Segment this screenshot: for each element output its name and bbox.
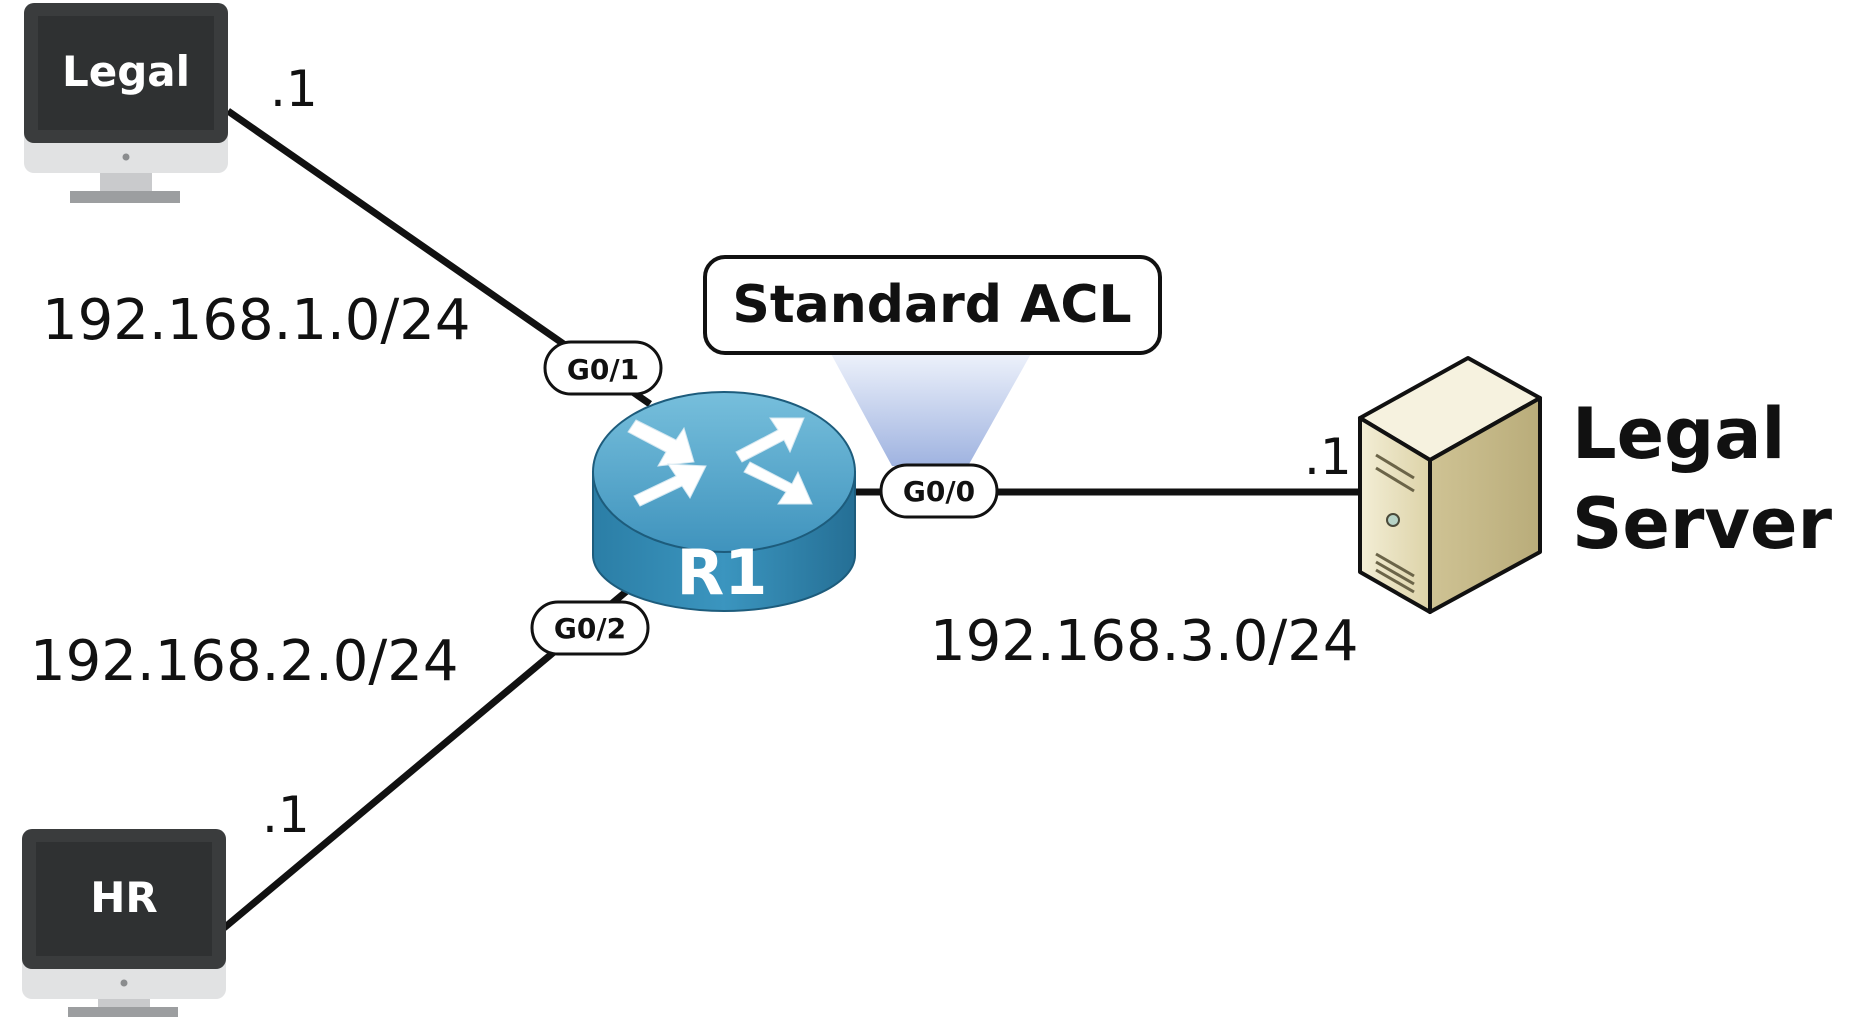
legal-pc: Legal: [24, 3, 228, 203]
monitor-stand: [68, 1007, 178, 1017]
router-top: [592, 391, 856, 553]
acl-beam: [830, 352, 1032, 466]
interface-pill: [543, 340, 663, 396]
hr-pc-label: HR: [90, 873, 158, 922]
acl-callout-box: [703, 255, 1162, 355]
router-arrows-icon: [627, 417, 813, 507]
legal-server: Legal Server: [1358, 356, 1833, 614]
interface-pill: [879, 463, 999, 519]
monitor-screen: [36, 842, 212, 956]
network-label-3: 192.168.3.0/24: [930, 609, 1359, 674]
monitor-screen: [38, 16, 214, 130]
network-label-2: 192.168.2.0/24: [30, 629, 459, 694]
interface-g0-2: G0/2: [530, 600, 650, 656]
monitor-stand: [70, 191, 180, 203]
acl-callout: Standard ACL: [703, 255, 1162, 355]
monitor-neck: [100, 173, 152, 191]
server-details: [1375, 453, 1415, 594]
router-r1: R1: [592, 391, 856, 612]
hr-pc: HR: [22, 829, 226, 1017]
server-label-line1: Legal: [1572, 393, 1785, 475]
host-id-server: .1: [1304, 428, 1352, 486]
legal-pc-label: Legal: [62, 47, 190, 96]
server-power-icon: [1386, 513, 1400, 527]
interface-g0-0: G0/0: [879, 463, 999, 519]
interface-g0-1: G0/1: [543, 340, 663, 396]
interface-label: G0/2: [554, 612, 626, 645]
acl-label: Standard ACL: [732, 275, 1131, 335]
power-dot: [120, 979, 128, 987]
router-label: R1: [677, 536, 768, 609]
interface-label: G0/1: [567, 353, 639, 386]
monitor-neck: [98, 999, 150, 1007]
network-label-1: 192.168.1.0/24: [42, 288, 471, 353]
power-dot: [122, 153, 130, 161]
host-id-hr: .1: [262, 786, 310, 844]
host-id-legal: .1: [270, 60, 318, 118]
server-label-line2: Server: [1572, 483, 1833, 565]
interface-pill: [530, 600, 650, 656]
interface-label: G0/0: [903, 475, 975, 508]
